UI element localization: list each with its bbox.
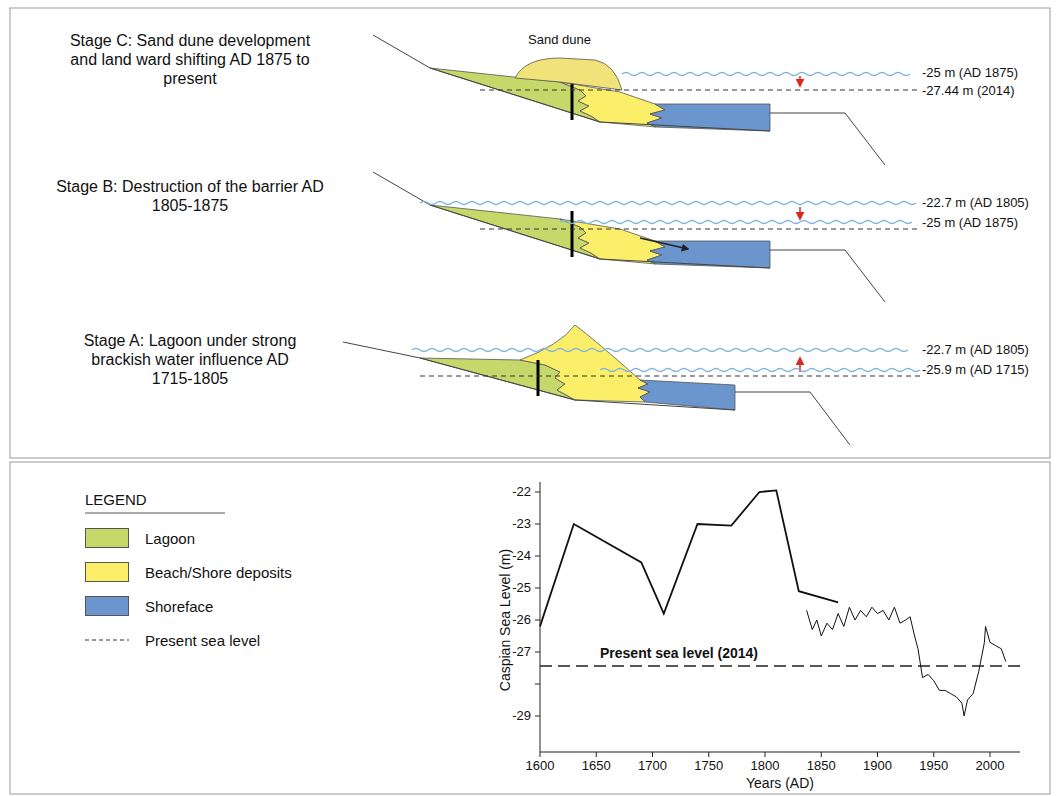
tick-label: -26 bbox=[512, 612, 531, 628]
x-tick bbox=[596, 752, 597, 757]
line-label: Present sea level (2014) bbox=[600, 645, 758, 662]
present-level-line bbox=[540, 665, 1020, 667]
water-line bbox=[420, 202, 916, 205]
water-surface bbox=[412, 73, 920, 372]
tick-label: 1700 bbox=[638, 758, 667, 774]
dashed-sample bbox=[85, 630, 129, 650]
sea-level-curve bbox=[540, 490, 1006, 716]
legend-text: Lagoon bbox=[145, 530, 195, 547]
tick-label: -22 bbox=[512, 484, 531, 500]
level-value: -25 m (AD 1875) bbox=[922, 215, 1018, 231]
bottom-panel bbox=[10, 462, 1050, 794]
tick-label: -24 bbox=[512, 548, 531, 564]
x-tick bbox=[540, 752, 541, 757]
y-tick bbox=[535, 684, 540, 685]
x-tick bbox=[708, 752, 709, 757]
tick-label: 1650 bbox=[582, 758, 611, 774]
water-line bbox=[412, 349, 908, 352]
legend-row: Shoreface bbox=[85, 596, 213, 616]
stage-title: Stage C: Sand dune development and land … bbox=[65, 31, 315, 89]
legend-swatch bbox=[85, 596, 129, 616]
x-tick bbox=[821, 752, 822, 757]
tick-label: -29 bbox=[512, 708, 531, 724]
level-value: -25 m (AD 1875) bbox=[922, 65, 1018, 81]
level-value: -27.44 m (2014) bbox=[922, 83, 1015, 99]
y-tick bbox=[535, 524, 540, 525]
legend-line-sample bbox=[85, 630, 129, 650]
stage-a-section bbox=[343, 325, 920, 445]
legend-row: Lagoon bbox=[85, 528, 195, 548]
y-tick bbox=[535, 588, 540, 589]
part-name: Sand dune bbox=[528, 32, 591, 48]
x-tick bbox=[652, 752, 653, 757]
tick-label: 1750 bbox=[694, 758, 723, 774]
tick-label: 1950 bbox=[919, 758, 948, 774]
tick-label: 1900 bbox=[863, 758, 892, 774]
tick-label: 1600 bbox=[526, 758, 555, 774]
legend-text: Present sea level bbox=[145, 632, 260, 649]
legend-title: LEGEND bbox=[85, 491, 147, 509]
water-line bbox=[600, 369, 920, 372]
legend-swatch bbox=[85, 528, 129, 548]
legend-rule bbox=[85, 513, 225, 514]
tick-label: 2000 bbox=[976, 758, 1005, 774]
stage-title: Stage A: Lagoon under strong brackish wa… bbox=[75, 331, 305, 389]
axis-title: Caspian Sea Level (m) bbox=[497, 549, 514, 691]
level-value: -22.7 m (AD 1805) bbox=[922, 342, 1029, 358]
reconstructed-level bbox=[540, 490, 838, 626]
stage-title: Stage B: Destruction of the barrier AD 1… bbox=[45, 177, 335, 215]
tick-label: 1800 bbox=[751, 758, 780, 774]
water-line bbox=[622, 73, 910, 76]
legend-row: Present sea level bbox=[85, 630, 260, 650]
y-tick bbox=[535, 716, 540, 717]
tick-label: -27 bbox=[512, 644, 531, 660]
x-tick bbox=[877, 752, 878, 757]
water-line bbox=[560, 221, 912, 224]
stage-c-section bbox=[373, 35, 920, 165]
legend-row: Beach/Shore deposits bbox=[85, 562, 292, 582]
level-value: -22.7 m (AD 1805) bbox=[922, 195, 1029, 211]
top-panel bbox=[10, 8, 1050, 458]
measured-level bbox=[807, 607, 1006, 716]
chart-axes bbox=[535, 482, 1020, 757]
y-tick bbox=[535, 620, 540, 621]
legend-text: Beach/Shore deposits bbox=[145, 564, 292, 581]
tick-label: -25 bbox=[512, 580, 531, 596]
tick-label: -23 bbox=[512, 516, 531, 532]
axis-title: Years (AD) bbox=[746, 775, 814, 792]
y-tick bbox=[535, 492, 540, 493]
y-tick bbox=[535, 652, 540, 653]
y-tick bbox=[535, 556, 540, 557]
legend-text: Shoreface bbox=[145, 598, 213, 615]
x-tick bbox=[765, 752, 766, 757]
dashed-line bbox=[85, 639, 129, 640]
legend-swatch bbox=[85, 562, 129, 582]
level-value: -25.9 m (AD 1715) bbox=[922, 362, 1029, 378]
tick-label: 1850 bbox=[807, 758, 836, 774]
stage-b-section bbox=[373, 172, 920, 302]
x-tick bbox=[990, 752, 991, 757]
x-tick bbox=[933, 752, 934, 757]
